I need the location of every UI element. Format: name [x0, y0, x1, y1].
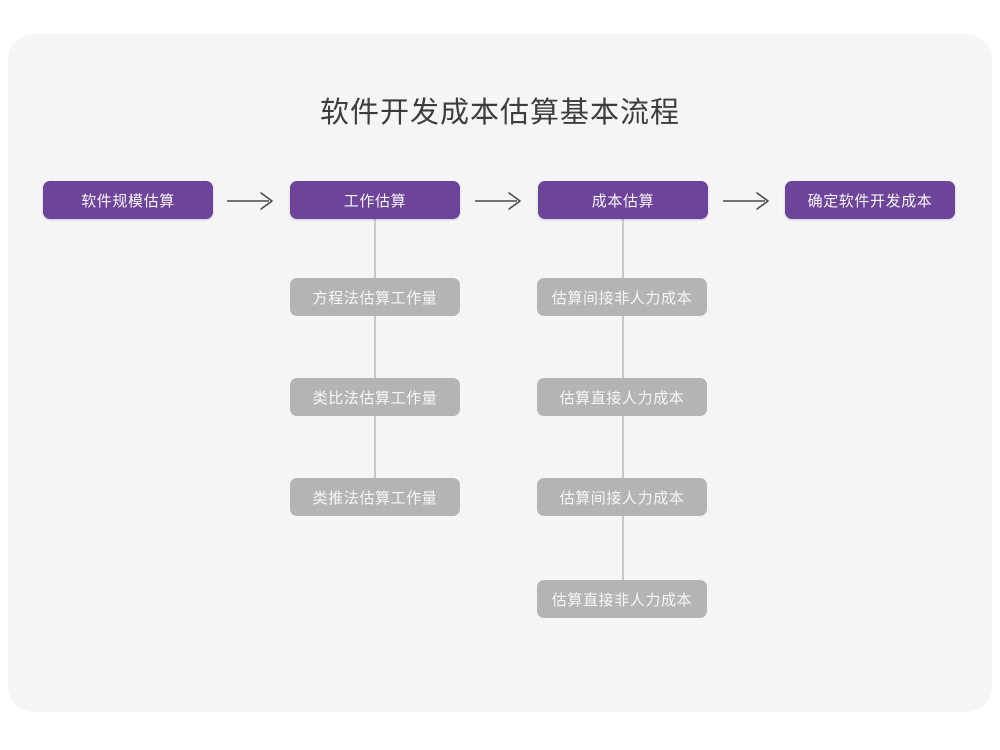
connector-line-stage2-to-sub1: [374, 218, 376, 280]
stage-box-effort-estimation[interactable]: 工作估算: [290, 181, 460, 219]
substep-box-label: 估算间接人力成本: [559, 489, 685, 507]
connector-line-stage3-sub2-to-sub3: [622, 414, 624, 478]
connector-line-stage3-to-sub1: [622, 218, 624, 280]
substep-box-direct-labor-cost[interactable]: 估算直接人力成本: [537, 378, 707, 416]
substep-box-analogy-method-effort[interactable]: 类比法估算工作量: [290, 378, 460, 416]
connector-line-stage3-sub1-to-sub2: [622, 314, 624, 378]
substep-box-label: 估算间接非人力成本: [551, 289, 693, 307]
substep-box-direct-nonlabor-cost[interactable]: 估算直接非人力成本: [537, 580, 707, 618]
stage-box-software-scale-estimation[interactable]: 软件规模估算: [43, 181, 213, 219]
substep-box-inference-method-effort[interactable]: 类推法估算工作量: [290, 478, 460, 516]
substep-box-label: 方程法估算工作量: [312, 289, 438, 307]
connector-line-stage2-sub2-to-sub3: [374, 414, 376, 478]
connector-line-stage2-sub1-to-sub2: [374, 314, 376, 378]
arrow-stage-3-to-4: [721, 188, 773, 214]
page-title: 软件开发成本估算基本流程: [319, 97, 680, 129]
right-arrow-icon: [721, 188, 773, 214]
stage-box-label: 成本估算: [591, 192, 655, 210]
substep-box-indirect-nonlabor-cost[interactable]: 估算间接非人力成本: [537, 278, 707, 316]
right-arrow-icon: [225, 188, 277, 214]
stage-box-determine-development-cost[interactable]: 确定软件开发成本: [785, 181, 955, 219]
substep-box-indirect-labor-cost[interactable]: 估算间接人力成本: [537, 478, 707, 516]
arrow-stage-1-to-2: [225, 188, 277, 214]
connector-line-stage3-sub3-to-sub4: [622, 514, 624, 580]
stage-box-label: 软件规模估算: [81, 192, 175, 210]
substep-box-label: 类比法估算工作量: [312, 389, 438, 407]
substep-box-equation-method-effort[interactable]: 方程法估算工作量: [290, 278, 460, 316]
diagram-card: [8, 34, 992, 712]
substep-box-label: 估算直接非人力成本: [551, 591, 693, 609]
substep-box-label: 估算直接人力成本: [559, 389, 685, 407]
right-arrow-icon: [473, 188, 525, 214]
stage-box-label: 确定软件开发成本: [807, 192, 933, 210]
stage-box-cost-estimation[interactable]: 成本估算: [538, 181, 708, 219]
arrow-stage-2-to-3: [473, 188, 525, 214]
stage-box-label: 工作估算: [343, 192, 407, 210]
substep-box-label: 类推法估算工作量: [312, 489, 438, 507]
